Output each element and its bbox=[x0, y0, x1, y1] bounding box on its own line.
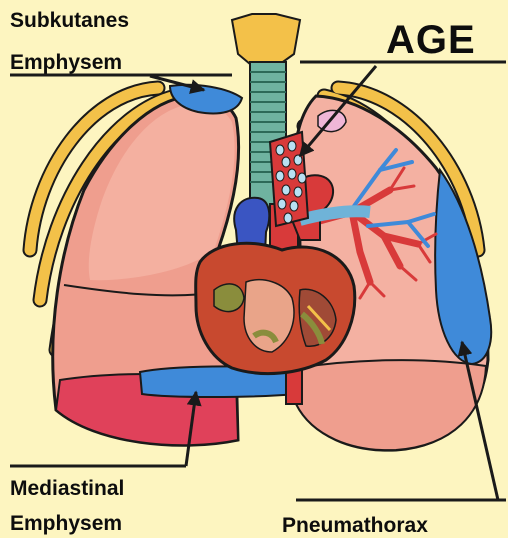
left-lung-lower-lobe bbox=[296, 360, 486, 450]
age-label: AGE bbox=[386, 20, 476, 60]
mediastinal-emphysema-label-line2: Emphysem bbox=[10, 513, 122, 534]
mediastinal-emphysema-label-line1: Mediastinal bbox=[10, 478, 124, 499]
subcutaneous-emphysema-label-line1: Subkutanes bbox=[10, 10, 129, 31]
heart bbox=[196, 243, 355, 373]
subcutaneous-emphysema-label-line2: Emphysem bbox=[10, 52, 122, 73]
gas-bubbles bbox=[270, 132, 308, 226]
pneumothorax-label: Pneumathorax bbox=[282, 515, 428, 536]
larynx bbox=[232, 14, 300, 64]
